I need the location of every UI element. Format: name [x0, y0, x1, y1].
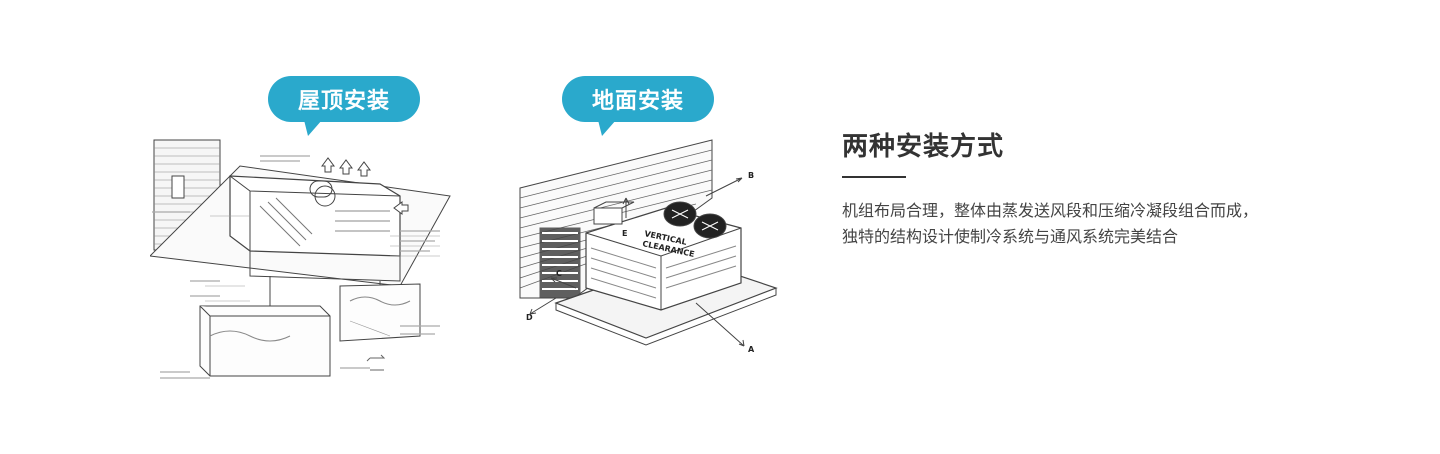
- supply-duct: [339, 283, 421, 342]
- ground-install-diagram: VERTICAL CLEARANCE E B C D A: [519, 139, 778, 354]
- rooftop-unit: [229, 175, 401, 257]
- description-line-2: 独特的结构设计使制冷系统与通风系统完美结合: [842, 227, 1179, 246]
- exhaust-arrow-icons: [321, 157, 409, 215]
- ground-install-bubble: 地面安装: [562, 76, 714, 136]
- section-description: 机组布局合理，整体由蒸发送风段和压缩冷凝段组合而成， 独特的结构设计使制冷系统与…: [842, 198, 1362, 250]
- rooftop-install-label: 屋顶安装: [297, 89, 390, 114]
- title-underline: [842, 176, 906, 178]
- rooftop-install-bubble: 屋顶安装: [268, 76, 420, 136]
- marker-b: B: [748, 171, 754, 180]
- ground-install-label: 地面安装: [591, 89, 684, 114]
- marker-a: A: [748, 345, 755, 354]
- rooftop-install-diagram: [150, 139, 451, 379]
- return-duct: [199, 305, 331, 377]
- description-line-1: 机组布局合理，整体由蒸发送风段和压缩冷凝段组合而成，: [842, 201, 1259, 220]
- marker-c: C: [556, 269, 562, 278]
- section-title: 两种安装方式: [842, 132, 1005, 162]
- marker-d: D: [526, 313, 533, 322]
- ground-unit: [585, 201, 742, 311]
- marker-e: E: [622, 229, 627, 238]
